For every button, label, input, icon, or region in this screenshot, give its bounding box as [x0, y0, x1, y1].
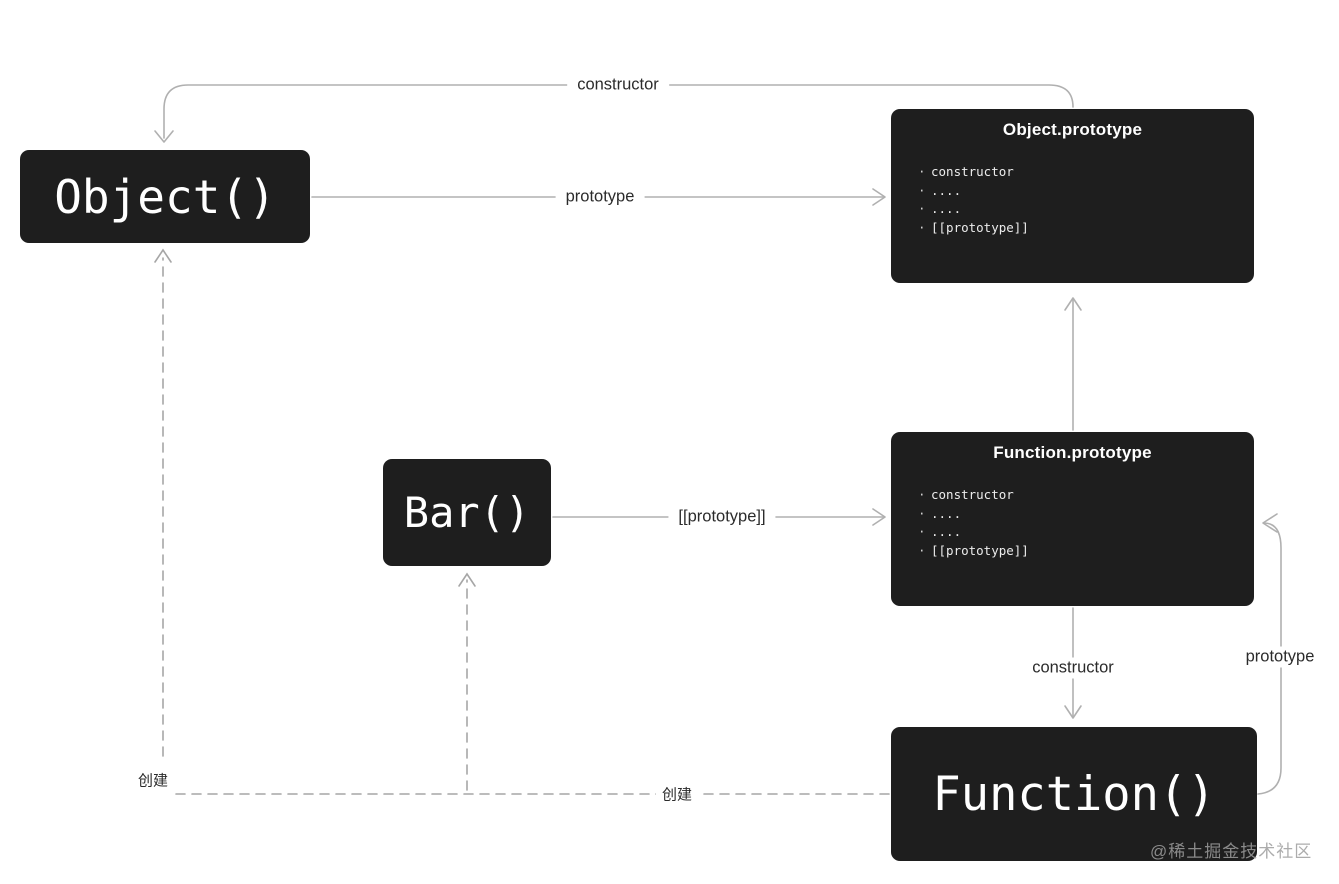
list-item: ....	[918, 200, 1254, 219]
object-prototype-title: Object.prototype	[1002, 120, 1143, 139]
arrow-right-prototype-object-icon	[872, 188, 886, 206]
list-item: ....	[918, 523, 1254, 542]
edge-label-prototype-function: prototype	[1235, 646, 1325, 668]
list-item: ....	[918, 505, 1254, 524]
arrow-right-bar-prototype-icon	[872, 508, 886, 526]
node-object-label: Object()	[54, 169, 276, 224]
edge-label-constructor-function: constructor	[1022, 657, 1124, 679]
function-prototype-member-list: constructor .... .... [[prototype]]	[891, 486, 1254, 560]
node-function-prototype: Function.prototype constructor .... ....…	[891, 432, 1254, 606]
node-bar-constructor: Bar()	[383, 459, 551, 566]
list-item: ....	[918, 182, 1254, 201]
watermark: @稀土掘金技术社区	[1150, 842, 1313, 861]
node-function-constructor: Function()	[891, 727, 1257, 861]
edge-label-create-object: 创建	[131, 768, 175, 792]
list-item: [[prototype]]	[918, 542, 1254, 561]
edge-label-prototype-object: prototype	[555, 186, 645, 208]
edge-label-create-bar: 创建	[655, 782, 699, 806]
edge-label-constructor-top: constructor	[567, 74, 669, 96]
arrow-up-object-icon	[154, 248, 172, 263]
object-prototype-member-list: constructor .... .... [[prototype]]	[891, 163, 1254, 237]
node-bar-label: Bar()	[403, 488, 531, 537]
node-function-label: Function()	[932, 766, 1216, 822]
list-item: constructor	[918, 163, 1254, 182]
arrow-down-function-icon	[1064, 705, 1082, 719]
arrow-down-constructor-top-icon	[154, 130, 174, 143]
node-object-prototype: Object.prototype constructor .... .... […	[891, 109, 1254, 283]
list-item: constructor	[918, 486, 1254, 505]
list-item: [[prototype]]	[918, 219, 1254, 238]
arrow-up-objproto-icon	[1064, 297, 1082, 311]
arrow-up-bar-icon	[458, 572, 476, 587]
node-object-constructor: Object()	[20, 150, 310, 243]
arrow-left-funcproto-icon	[1262, 513, 1278, 533]
function-prototype-title: Function.prototype	[993, 443, 1152, 462]
edge-constructor-top-line	[163, 84, 1074, 139]
edge-label-bar-prototype: [[prototype]]	[668, 506, 776, 528]
